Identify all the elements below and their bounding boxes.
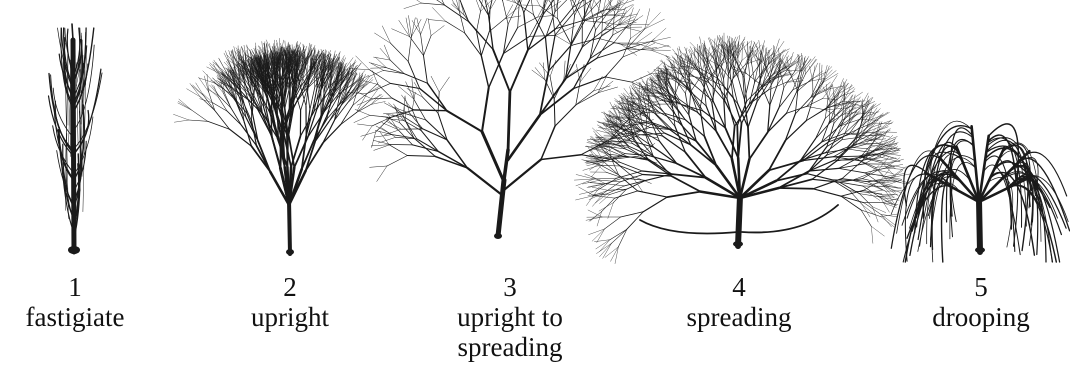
form-number: 4 (632, 272, 846, 302)
caption-fastigiate: 1 fastigiate (0, 272, 150, 332)
form-number: 3 (412, 272, 608, 302)
caption-drooping: 5 drooping (892, 272, 1070, 332)
tree-upright-illustration (210, 0, 370, 270)
form-label: spreading (632, 302, 846, 332)
tree-drooping-illustration (866, 0, 1070, 270)
form-label: drooping (892, 302, 1070, 332)
form-label: fastigiate (0, 302, 150, 332)
caption-upright-to-spreading: 3 upright to spreading (412, 272, 608, 362)
form-number: 1 (0, 272, 150, 302)
panel-fastigiate: 1 fastigiate (0, 0, 150, 380)
form-number: 5 (892, 272, 1070, 302)
form-label: upright to spreading (430, 302, 590, 362)
caption-spreading: 4 spreading (632, 272, 846, 332)
tree-fastigiate-illustration (0, 0, 150, 270)
tree-upright-to-spreading-illustration (412, 0, 608, 270)
form-number: 2 (210, 272, 370, 302)
panel-upright: 2 upright (210, 0, 370, 380)
form-label: upright (210, 302, 370, 332)
panel-drooping: 5 drooping (866, 0, 1070, 380)
panel-spreading: 4 spreading (632, 0, 846, 380)
caption-upright: 2 upright (210, 272, 370, 332)
tree-spreading-illustration (632, 0, 846, 270)
panel-upright-to-spreading: 3 upright to spreading (412, 0, 608, 380)
